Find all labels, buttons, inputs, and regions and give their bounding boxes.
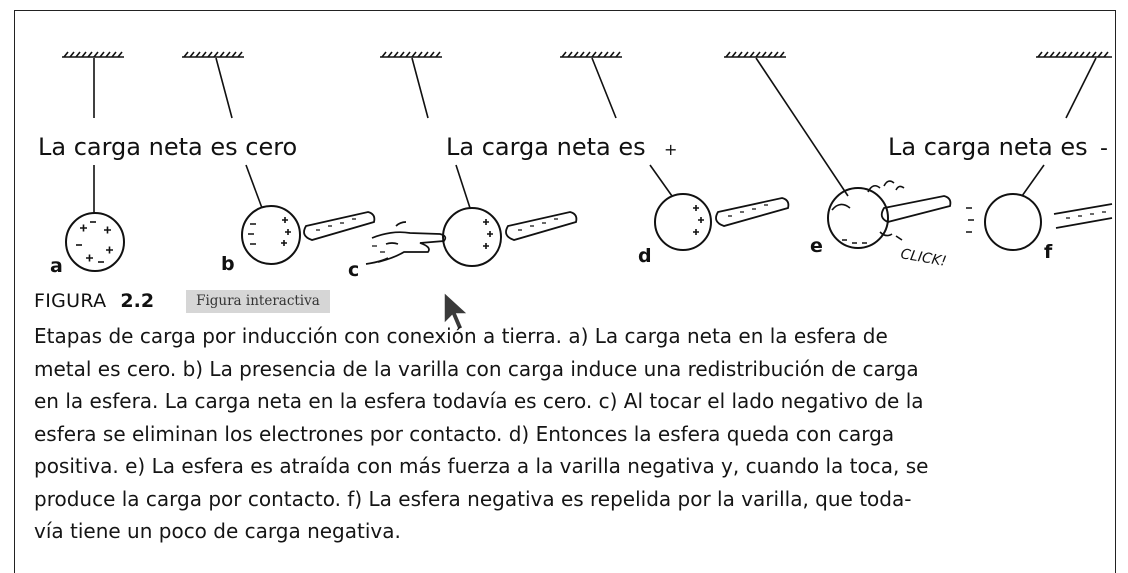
label-net-zero: La carga neta es cero bbox=[38, 133, 297, 161]
panel-letter-a: a bbox=[50, 255, 63, 277]
caption-line: produce la carga por contacto. f) La esf… bbox=[34, 486, 912, 511]
rods bbox=[303, 195, 1113, 241]
label-click: CLICK! bbox=[899, 246, 947, 270]
caption-line: en la esfera. La carga neta en la esfera… bbox=[34, 389, 924, 413]
spheres bbox=[65, 187, 1042, 272]
sphere-c bbox=[442, 207, 502, 267]
figure-word: FIGURA bbox=[34, 290, 107, 312]
charges bbox=[76, 205, 974, 263]
sphere-d bbox=[654, 193, 712, 251]
rod-e bbox=[880, 195, 952, 223]
caption-line: esfera se eliminan los electrones por co… bbox=[34, 421, 895, 446]
label-net-negative: La carga neta es bbox=[888, 133, 1088, 161]
hand-illustration bbox=[365, 221, 447, 265]
caption-line: vía tiene un poco de carga negativa. bbox=[34, 519, 401, 543]
sphere-b bbox=[241, 205, 301, 265]
panel-letter-b: b bbox=[221, 253, 235, 275]
caption-line: positiva. e) La esfera es atraída con má… bbox=[34, 454, 929, 478]
label-net-positive: La carga neta es bbox=[446, 133, 646, 161]
label-net-negative-sign: - bbox=[1100, 136, 1108, 161]
ceiling-supports bbox=[62, 51, 1112, 58]
rod-c bbox=[505, 211, 578, 241]
rod-b bbox=[303, 211, 376, 241]
figure-number: 2.2 bbox=[120, 290, 155, 312]
frame-border bbox=[14, 10, 1116, 573]
caption-line: Etapas de carga por inducción con conexi… bbox=[34, 324, 888, 348]
panel-letter-e: e bbox=[810, 235, 823, 257]
rod-d bbox=[715, 197, 790, 227]
caption-line: metal es cero. b) La presencia de la var… bbox=[34, 356, 919, 381]
sphere-f bbox=[984, 193, 1042, 251]
panel-letter-c: c bbox=[348, 259, 359, 281]
label-net-positive-sign: + bbox=[664, 140, 677, 159]
rod-f bbox=[1053, 203, 1113, 229]
sphere-a bbox=[65, 212, 125, 272]
panel-letter-f: f bbox=[1044, 241, 1053, 263]
panel-letter-d: d bbox=[638, 245, 652, 267]
caption-text: Etapas de carga por inducción con conexi… bbox=[34, 320, 1094, 548]
threads bbox=[93, 57, 1097, 213]
caption-header: FIGURA 2.2 Figura interactiva bbox=[34, 286, 330, 316]
charging-diagram: La carga neta es cero La carga neta es +… bbox=[38, 51, 1113, 281]
sphere-e bbox=[827, 187, 889, 249]
mouse-pointer-icon bbox=[443, 290, 470, 331]
spark-marks bbox=[831, 180, 905, 241]
interactive-figure-button[interactable]: Figura interactiva bbox=[186, 289, 330, 313]
